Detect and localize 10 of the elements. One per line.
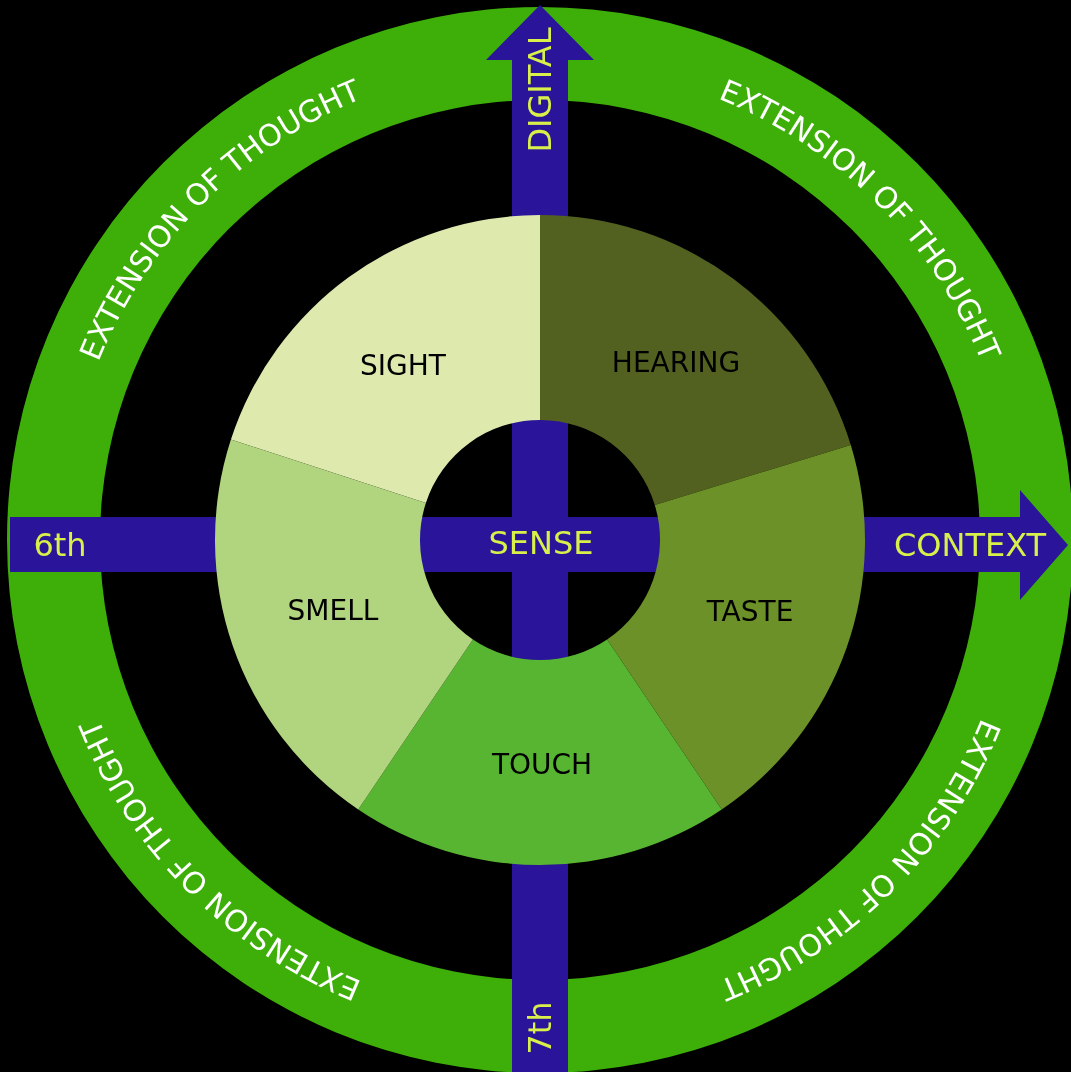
axis-label: CONTEXT bbox=[893, 526, 1047, 564]
segment-label: TOUCH bbox=[491, 747, 593, 781]
axis-label: 7th bbox=[521, 1001, 559, 1055]
axis-label: 6th bbox=[33, 526, 87, 564]
segment-label: HEARING bbox=[611, 345, 741, 379]
segment-label: TASTE bbox=[706, 594, 794, 628]
segment-label: SMELL bbox=[287, 593, 379, 627]
axis-label: SENSE bbox=[488, 524, 594, 562]
segment-label: SIGHT bbox=[360, 348, 446, 382]
axis-label: DIGITAL bbox=[521, 27, 559, 153]
